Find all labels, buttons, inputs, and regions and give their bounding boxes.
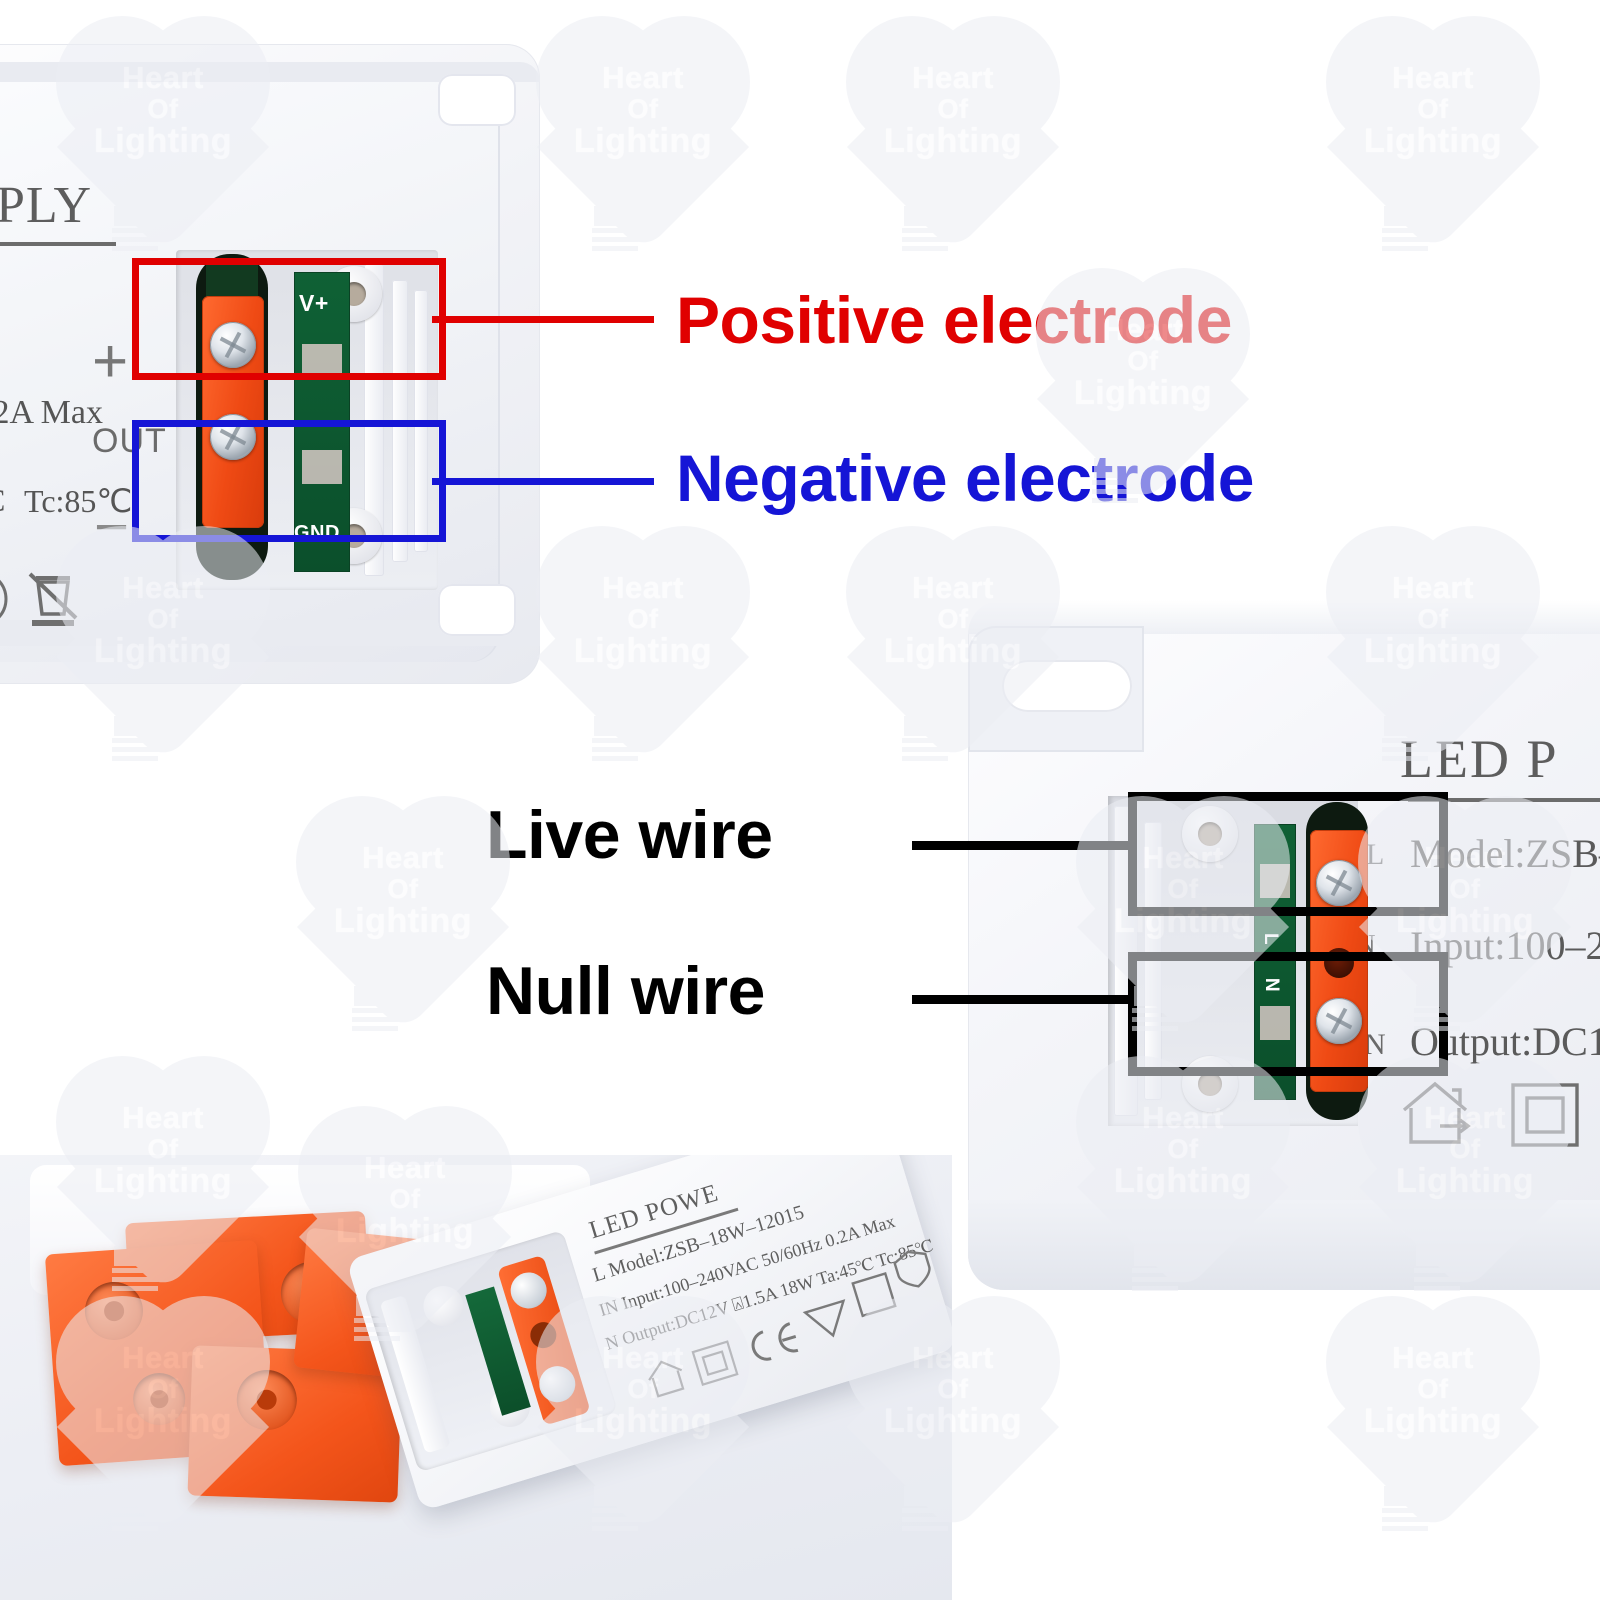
watermark-line-1: Heart [602, 570, 684, 605]
watermark-line-1: Heart [912, 60, 994, 95]
case-temp-fragment: Tc:85℃ [24, 483, 133, 519]
product-photo-panel: LED POWE L Model:ZSB–18W–12015 IN Input:… [0, 1155, 952, 1600]
pcb-pad-positive [301, 344, 343, 378]
watermark-line-1: Heart [1392, 1340, 1474, 1375]
mount-notch-top [438, 74, 516, 126]
indoor-use-house-icon [648, 1360, 685, 1398]
cap-bore-fl-top [83, 1280, 145, 1342]
cap-bore-fl-bottom [131, 1371, 187, 1427]
vde-mark-icon [802, 1299, 846, 1338]
photo-cavity [363, 1229, 618, 1473]
watermark-line-3: Lighting [883, 122, 1023, 161]
leader-line-positive [432, 316, 654, 323]
class-2-double-square-icon [1511, 1083, 1579, 1147]
photo-post-top [418, 1281, 469, 1332]
ce-mark-icon [0, 579, 8, 619]
watermark-line-1: Heart [1392, 60, 1474, 95]
annotation-box-null [1128, 952, 1448, 1076]
case-current-fragment: .2A Max [0, 394, 103, 431]
label-live-wire: Live wire [486, 797, 773, 873]
label-null-wire: Null wire [486, 953, 765, 1029]
tuv-mark-icon [893, 1250, 931, 1288]
label-negative-electrode: Negative electrode [676, 441, 1254, 515]
watermark-line-3: Lighting [333, 902, 473, 941]
input-device-body: LED P L Model:ZSB– IN Input:100–240 N Ou… [968, 600, 1600, 1290]
watermark-line-2: Of [627, 93, 659, 124]
leader-line-null [912, 995, 1130, 1004]
watermark-line-2: Of [937, 93, 969, 124]
leader-line-live [912, 841, 1130, 850]
weee-crossed-bin-icon [28, 572, 78, 626]
watermark-line-3: Lighting [1363, 122, 1503, 161]
class-2-double-square-icon [691, 1340, 739, 1387]
case-temp-c-fragment: C [0, 482, 5, 519]
annotation-box-negative [132, 420, 446, 542]
input-mount-slot [1002, 660, 1132, 712]
watermark-line-3: Lighting [573, 122, 713, 161]
watermark-line-2: Of [1417, 1373, 1449, 1404]
input-screw-live[interactable] [1316, 860, 1362, 906]
mount-notch-bottom [438, 584, 516, 636]
watermark-line-3: Lighting [1073, 374, 1213, 413]
watermark-line-1: Heart [602, 60, 684, 95]
watermark-line-1: Heart [122, 1100, 204, 1135]
input-case-title: LED P [1400, 729, 1559, 789]
pcb-chip [206, 264, 258, 298]
terminal-out-mark: OUT [92, 422, 167, 460]
watermark-line-2: Of [387, 873, 419, 904]
input-screw-null[interactable] [1316, 998, 1362, 1044]
indoor-use-house-icon [1402, 1081, 1471, 1144]
input-case-bottom-bevel [968, 1200, 1600, 1290]
annotation-box-live [1128, 792, 1448, 916]
cap-bore-fr [235, 1368, 298, 1432]
photo-terminal-hole [527, 1318, 560, 1352]
case-title-fragment: PLY [0, 177, 93, 234]
input-prefix-n: N [1364, 1028, 1386, 1061]
terminal-plus-mark: + [92, 327, 129, 396]
pcb-label-v-plus: V+ [299, 290, 329, 316]
input-pcb-label-l: L [1260, 932, 1282, 946]
watermark-line-3: Lighting [573, 632, 713, 671]
leader-line-negative [432, 478, 654, 485]
terminal-minus-mark: − [94, 493, 130, 560]
case-title-underline [0, 242, 116, 246]
photo-screw-bottom[interactable] [534, 1361, 580, 1407]
watermark-line-2: Of [627, 603, 659, 634]
pcb-pad-negative [301, 450, 343, 484]
photo-screw-top[interactable] [506, 1267, 552, 1313]
watermark-line-3: Lighting [1363, 1402, 1503, 1441]
label-positive-electrode: Positive electrode [676, 283, 1232, 357]
watermark-line-2: Of [1417, 93, 1449, 124]
output-screw-positive[interactable] [210, 322, 256, 368]
annotation-box-positive [132, 258, 446, 380]
ce-mark-icon [751, 1322, 799, 1361]
